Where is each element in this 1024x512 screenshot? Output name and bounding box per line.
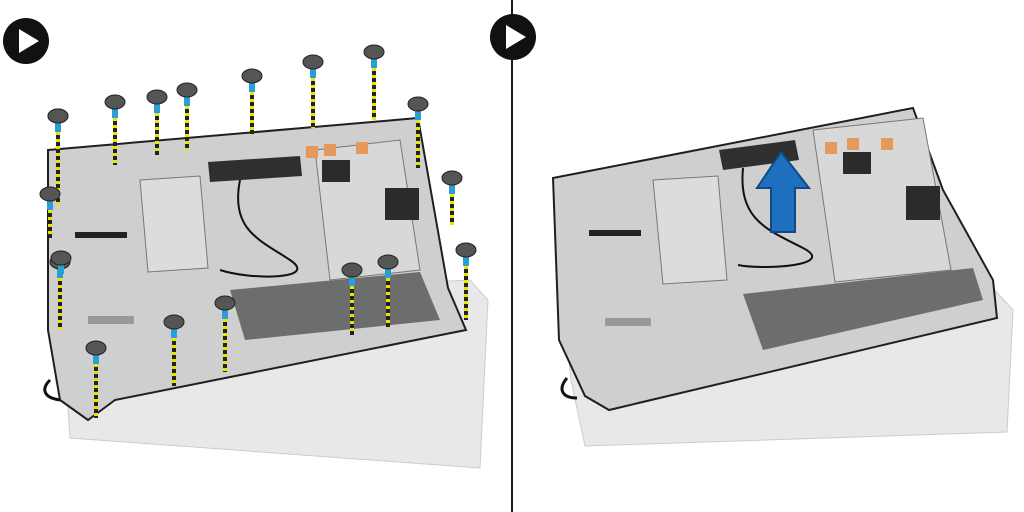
cable	[560, 377, 578, 400]
screw-shaft	[310, 66, 316, 78]
thermal-pad	[847, 138, 859, 150]
cable	[43, 378, 61, 402]
screw-icon	[146, 89, 168, 105]
cable-cover	[208, 156, 302, 182]
thermal-pad	[881, 138, 893, 150]
thermal-pad	[306, 146, 318, 158]
chip	[906, 186, 940, 220]
insulating-tape	[743, 268, 983, 350]
screw-shaft	[58, 262, 64, 274]
screw-icon	[104, 94, 126, 110]
play-step-icon	[490, 14, 536, 60]
screw-shaft	[463, 254, 469, 266]
chassis-illustration-step-2	[551, 106, 1014, 447]
panel-divider	[511, 0, 513, 512]
chip	[322, 160, 350, 182]
screw-shaft	[449, 182, 455, 194]
cable	[737, 167, 814, 268]
chip	[385, 188, 419, 220]
screw-icon	[85, 340, 107, 356]
screw-icon	[241, 68, 263, 84]
screw-icon	[47, 108, 69, 124]
screw-shaft	[55, 120, 61, 132]
screw-icon	[50, 250, 72, 266]
step-2-panel	[490, 0, 1024, 512]
screw-icon	[163, 314, 185, 330]
chip	[843, 152, 871, 174]
screw-shaft	[385, 266, 391, 278]
screw-shaft	[154, 101, 160, 113]
inner-plate	[139, 175, 209, 273]
vent-slot	[88, 316, 134, 324]
screws-layer	[39, 44, 477, 418]
screw-icon	[39, 186, 61, 202]
screw-shaft	[184, 94, 190, 106]
screw-icon	[214, 295, 236, 311]
screw-shaft	[371, 56, 377, 68]
thermal-pad	[825, 142, 837, 154]
play-step-icon	[3, 18, 49, 64]
step-1-panel	[0, 0, 511, 512]
cable	[219, 179, 299, 278]
inner-plate	[652, 175, 728, 285]
screw-shaft	[222, 307, 228, 319]
screw-shaft	[415, 108, 421, 120]
screw-shaft	[171, 326, 177, 338]
screw-shaft	[112, 106, 118, 118]
vent-slot	[589, 230, 641, 236]
thermal-pad	[324, 144, 336, 156]
screw-icon	[176, 82, 198, 98]
screw-icon	[377, 254, 399, 270]
screw-icon	[341, 262, 363, 278]
screw-icon	[363, 44, 385, 60]
screw-icon	[441, 170, 463, 186]
screw-shaft	[47, 198, 53, 210]
screw-icon	[407, 96, 429, 112]
lift-up-arrow-icon	[755, 150, 812, 233]
screw-shaft	[249, 80, 255, 92]
vent-slot	[605, 318, 651, 326]
thermal-pad	[356, 142, 368, 154]
screw-shaft	[93, 352, 99, 364]
screw-shaft	[349, 274, 355, 286]
screw-icon	[302, 54, 324, 70]
screw-icon	[455, 242, 477, 258]
vent-slot	[75, 232, 127, 238]
